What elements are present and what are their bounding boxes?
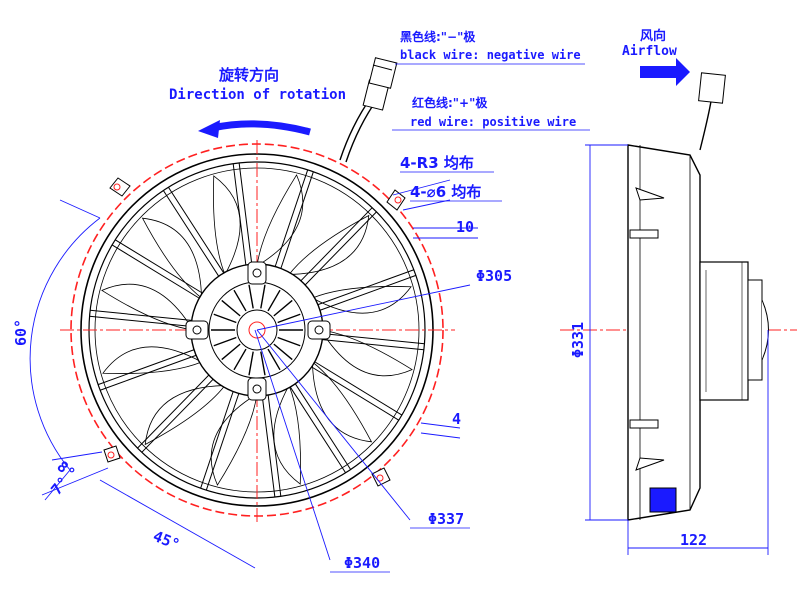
red-wire-label-en: red wire: positive wire bbox=[410, 115, 576, 129]
side-view bbox=[560, 58, 797, 555]
strut-line bbox=[111, 244, 200, 299]
strut-line bbox=[200, 391, 234, 489]
side-dimension-lines bbox=[585, 144, 769, 555]
hub-bosses bbox=[185, 261, 331, 401]
dimension-lines bbox=[29, 179, 478, 569]
fan-blade bbox=[101, 283, 194, 331]
hub-center bbox=[236, 309, 278, 351]
rotation-arrow bbox=[198, 120, 311, 138]
dim-d340: Φ340 bbox=[344, 554, 380, 572]
strut-line bbox=[300, 207, 373, 282]
fan-blade bbox=[256, 174, 304, 267]
dim-depth: 122 bbox=[680, 531, 707, 549]
rotation-label-cn: 旋转方向 bbox=[218, 66, 279, 84]
hub-rib bbox=[260, 284, 266, 309]
strut-line bbox=[97, 349, 195, 386]
dim-d305: Φ305 bbox=[476, 267, 512, 285]
strut-line bbox=[205, 393, 240, 491]
rotation-label-en: Direction of rotation bbox=[169, 87, 346, 103]
strut-line bbox=[319, 274, 417, 311]
fan-blade bbox=[210, 393, 258, 486]
hole-note: 4-⌀6 均布 bbox=[410, 183, 481, 201]
hub-rib bbox=[213, 336, 237, 347]
radius-note: 4-R3 均布 bbox=[400, 154, 474, 172]
mounting-tab bbox=[109, 177, 131, 197]
annotations: 旋转方向 Direction of rotation 黑色线:"−"极 blac… bbox=[12, 28, 707, 573]
strut-line bbox=[167, 186, 225, 274]
strut-line bbox=[137, 374, 210, 449]
fan-blade bbox=[144, 385, 226, 446]
hub-ribs bbox=[211, 284, 303, 376]
fan-blade bbox=[320, 329, 413, 377]
fan-blade bbox=[312, 361, 373, 443]
strut-line bbox=[261, 395, 276, 498]
fan-blade bbox=[312, 286, 412, 314]
hub-rib bbox=[233, 289, 247, 312]
dim-angle-45: 45° bbox=[151, 527, 183, 554]
fan-blades bbox=[101, 174, 413, 486]
hub-rib bbox=[273, 299, 293, 317]
dim-d331: Φ331 bbox=[569, 322, 587, 358]
hub-rib bbox=[260, 351, 266, 376]
dim-rim-width: 4 bbox=[452, 410, 461, 428]
strut-line bbox=[311, 366, 400, 421]
fan-blade bbox=[141, 217, 202, 299]
fan-blade bbox=[102, 346, 202, 374]
mounting-tab bbox=[386, 189, 406, 211]
dim-tab-width: 10 bbox=[456, 218, 474, 236]
strut-line bbox=[274, 169, 309, 267]
strut-line bbox=[89, 315, 192, 327]
dim-angle-60: 60° bbox=[12, 319, 30, 346]
hub-rib bbox=[277, 313, 301, 324]
hub-center-dot bbox=[248, 321, 266, 339]
fan-blade bbox=[213, 175, 241, 275]
red-wire-label-cn: 红色线:"+"极 bbox=[412, 95, 488, 110]
strut-line bbox=[280, 171, 314, 269]
airflow-label-en: Airflow bbox=[622, 44, 677, 59]
hub-rib bbox=[221, 299, 241, 317]
label-plate bbox=[649, 487, 677, 513]
strut-line bbox=[294, 383, 352, 470]
strut-line bbox=[289, 386, 347, 474]
hub-rib bbox=[277, 336, 301, 347]
strut-line bbox=[90, 309, 192, 321]
hub-rib bbox=[273, 343, 293, 361]
side-motor bbox=[699, 261, 769, 401]
hub-rib bbox=[248, 351, 254, 376]
strut-line bbox=[314, 361, 403, 416]
strut-line bbox=[322, 339, 424, 351]
mounting-tab bbox=[371, 467, 391, 487]
hub-rib bbox=[221, 343, 241, 361]
black-wire-label-en: black wire: negative wire bbox=[400, 48, 581, 62]
strut-line bbox=[322, 333, 425, 345]
hub-rib bbox=[233, 348, 247, 371]
fan-blade bbox=[288, 214, 370, 275]
mounting-tabs bbox=[103, 177, 406, 487]
strut-line bbox=[238, 162, 253, 265]
strut-line bbox=[304, 211, 377, 286]
strut-line bbox=[141, 378, 214, 453]
wire-harness bbox=[339, 57, 398, 163]
fan-blade bbox=[273, 385, 301, 485]
strut-line bbox=[114, 239, 203, 294]
dim-d337: Φ337 bbox=[428, 510, 464, 528]
front-view bbox=[29, 57, 478, 569]
airflow-arrow bbox=[640, 58, 690, 86]
airflow-label-cn: 风向 bbox=[640, 28, 666, 44]
strut-line bbox=[162, 190, 220, 277]
hub-rib bbox=[248, 284, 254, 309]
hub-rib bbox=[213, 313, 237, 324]
mounting-tab bbox=[103, 445, 121, 463]
black-wire-label-cn: 黑色线:"−"极 bbox=[400, 29, 476, 44]
hub-rib bbox=[267, 289, 281, 312]
hub-rib bbox=[267, 348, 281, 371]
